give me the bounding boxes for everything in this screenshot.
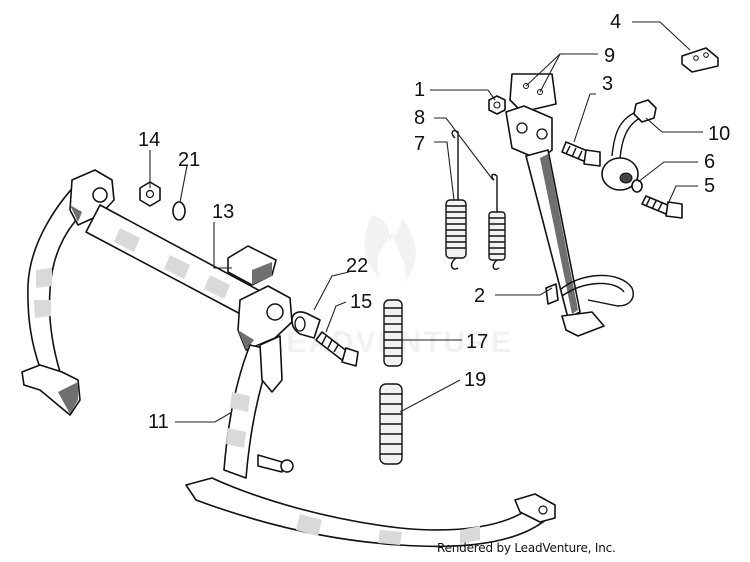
bushing-22: [291, 311, 321, 339]
callout-8: 8: [414, 107, 425, 129]
switch-10: [601, 99, 657, 191]
spring-19: [379, 383, 403, 465]
callout-6: 6: [704, 151, 715, 173]
callout-2: 2: [474, 285, 485, 307]
spring-7: [445, 129, 467, 270]
washer-21: [172, 201, 186, 221]
nut-14: [139, 181, 161, 207]
callout-1: 1: [414, 79, 425, 101]
footer-credit: Rendered by LeadVenture, Inc.: [437, 541, 616, 555]
callout-11: 11: [148, 411, 169, 433]
callout-13: 13: [212, 201, 234, 223]
center-stand: [21, 169, 556, 548]
bolt-15: [315, 331, 359, 367]
callout-10: 10: [708, 123, 730, 145]
clip-4: [681, 47, 719, 73]
spring-8: [488, 173, 506, 270]
bolt-5: [641, 195, 683, 219]
callout-22: 22: [346, 255, 368, 277]
callout-5: 5: [704, 175, 715, 197]
washer-6: [631, 179, 643, 193]
spring-17: [383, 299, 403, 367]
callout-labels: 1 2 3 4 5 6 7 8 9 10 11 13 14 15 17 19 2…: [138, 11, 730, 433]
callout-17: 17: [466, 331, 488, 353]
callout-7: 7: [414, 133, 425, 155]
callout-14: 14: [138, 129, 160, 151]
callout-9: 9: [604, 45, 615, 67]
nut-1: [488, 95, 506, 115]
callout-3: 3: [602, 73, 613, 95]
callout-4: 4: [610, 11, 621, 33]
callout-19: 19: [464, 369, 486, 391]
callout-15: 15: [350, 291, 372, 313]
callout-21: 21: [178, 149, 200, 171]
pivot-bolt-3: [561, 141, 601, 167]
leader-lines: [149, 21, 703, 423]
side-stand: [505, 73, 634, 337]
